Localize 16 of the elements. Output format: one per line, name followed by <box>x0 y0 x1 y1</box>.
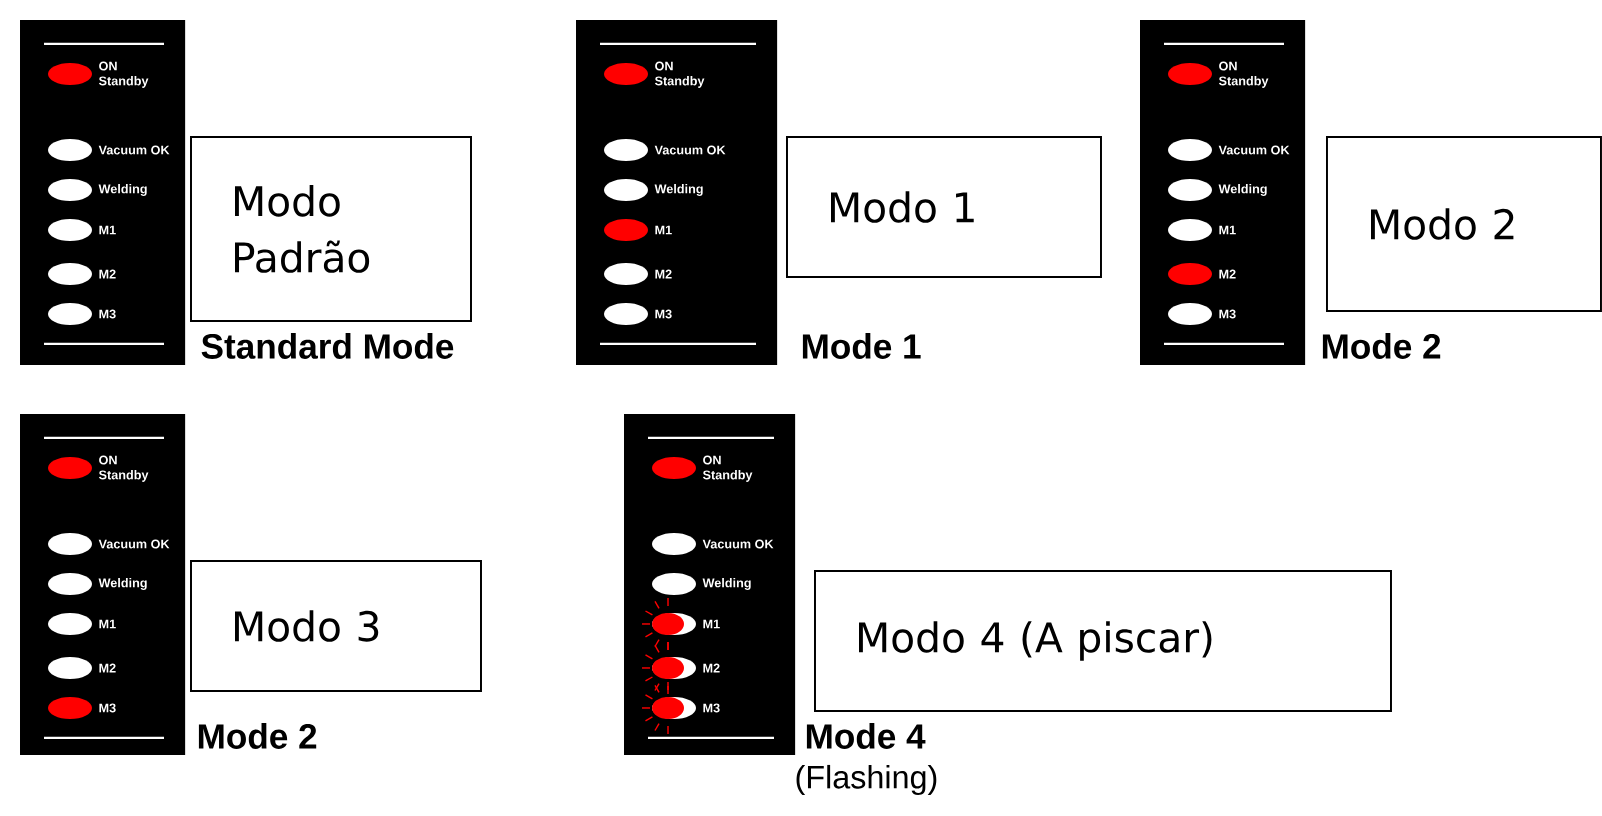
mode-label: Mode 2 <box>198 723 317 749</box>
indicator-panel <box>1140 20 1306 366</box>
mode-note: (Flashing) <box>796 764 937 796</box>
translation-box: Modo 1 <box>786 136 1102 278</box>
indicator-panel <box>20 20 186 366</box>
mode-label: Standard Mode <box>201 333 454 359</box>
indicator-panel <box>624 414 796 756</box>
indicator-panel <box>20 414 186 756</box>
mode-label: Mode 4 <box>806 723 926 749</box>
indicator-panel <box>576 20 778 366</box>
translation-box: Modo 3 <box>190 560 482 692</box>
mode-label: Mode 2 <box>1322 333 1441 359</box>
translation-box: Modo 4 (A piscar) <box>814 570 1392 712</box>
translation-box: Modo Padrão <box>190 136 472 322</box>
mode-label: Mode 1 <box>802 333 921 359</box>
translation-box: Modo 2 <box>1326 136 1602 312</box>
